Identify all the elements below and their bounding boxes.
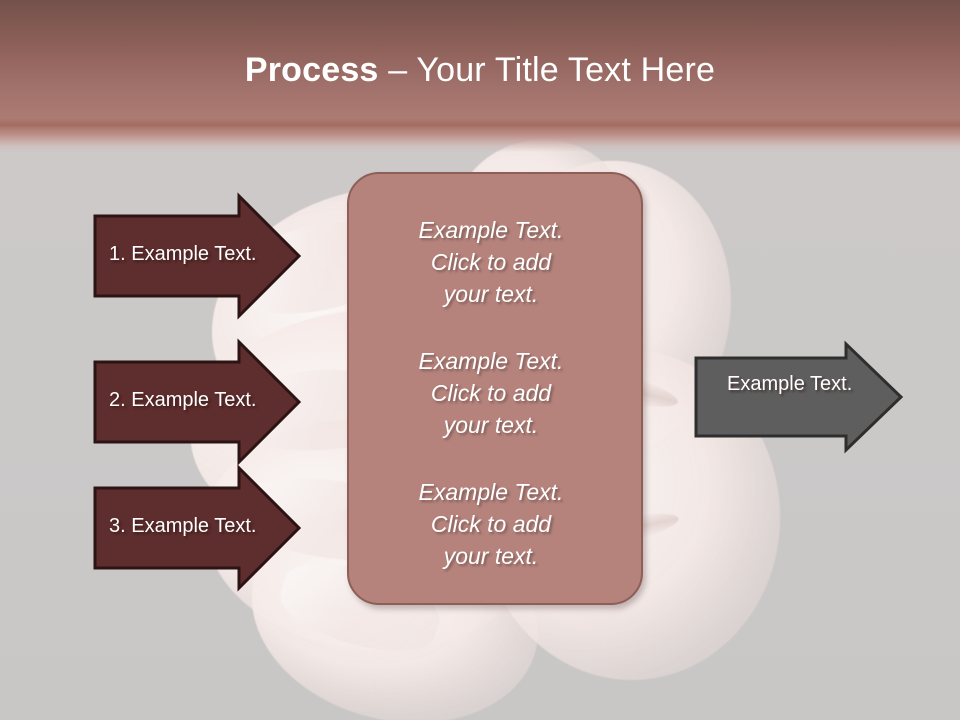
center-text-block-3[interactable]: Example Text. Click to add your text. [418, 479, 564, 569]
process-arrow-2[interactable]: 2. Example Text. [93, 338, 302, 466]
banner-accent-line [0, 118, 960, 134]
process-arrow-2-label: 2. Example Text. [109, 389, 257, 411]
process-arrow-3[interactable]: 3. Example Text. [93, 464, 302, 592]
title-rest-part: – Your Title Text Here [378, 51, 716, 89]
title-strong-part: Process [244, 51, 379, 89]
process-arrow-1[interactable]: 1. Example Text. [93, 192, 302, 320]
center-panel-text-blocks: Example Text. Click to add your text. Ex… [349, 214, 641, 572]
center-text-block-1[interactable]: Example Text. Click to add your text. [418, 217, 564, 307]
output-arrow[interactable]: Example Text. [694, 340, 904, 454]
arrow-right-shape-icon [93, 464, 302, 592]
arrow-right-shape-icon [694, 340, 904, 454]
output-arrow-label: Example Text. [727, 373, 853, 395]
arrow-right-shape-icon [93, 338, 302, 466]
process-arrow-3-label: 3. Example Text. [109, 515, 257, 537]
process-arrow-1-label: 1. Example Text. [109, 243, 257, 265]
center-content-panel[interactable]: Example Text. Click to add your text. Ex… [347, 172, 643, 605]
title-banner [0, 0, 960, 152]
center-text-block-2[interactable]: Example Text. Click to add your text. [418, 348, 564, 438]
arrow-right-shape-icon [93, 192, 302, 320]
page-title: Process – Your Title Text Here [0, 48, 960, 92]
